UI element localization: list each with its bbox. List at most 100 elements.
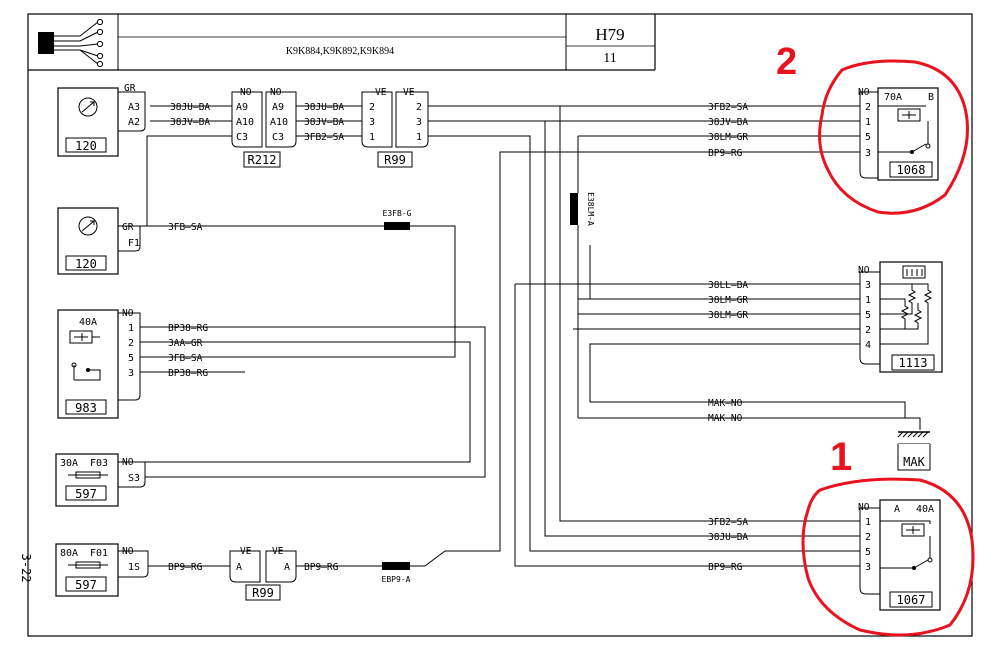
diagram-label: 38LM bbox=[708, 295, 731, 306]
fuse-icon bbox=[68, 471, 108, 479]
component-120-sensor-a: 120 GR A3 A2 bbox=[57, 83, 146, 157]
diagram-label: 3FB2 bbox=[304, 132, 327, 143]
diagram-label: C3 bbox=[236, 132, 248, 143]
annotation-label-1: 1 bbox=[830, 435, 852, 479]
wire-label: 38LM—GR bbox=[708, 132, 748, 143]
diagram-label: NO bbox=[858, 87, 870, 98]
diagram-label: SA bbox=[191, 353, 203, 364]
diagram-label: 38JU bbox=[708, 532, 731, 543]
component-597-fuse-b: 80A F01 597 NO 1S bbox=[55, 543, 149, 597]
diagram-label: 1S bbox=[128, 562, 140, 573]
wire-label: BP9—RG bbox=[708, 562, 743, 573]
diagram-label: 983 bbox=[75, 401, 97, 415]
splice-ebp9 bbox=[382, 562, 410, 570]
red-annotations bbox=[801, 59, 975, 637]
wire-label: BP9—RG bbox=[168, 562, 203, 573]
ntc-sensor-icon bbox=[78, 97, 98, 117]
wire-label: 38LM—GR bbox=[708, 295, 748, 306]
splice-label: E3FB-G bbox=[383, 209, 412, 218]
diagram-label: R99 bbox=[252, 586, 274, 600]
connector-r99-b: VE VE A A R99 bbox=[229, 546, 297, 601]
wire-label: 38JV—BA bbox=[170, 117, 210, 128]
wire-label: 38JU—BA bbox=[170, 102, 210, 113]
diagram-label: BP38 bbox=[168, 368, 191, 379]
diagram-label: BP9 bbox=[708, 148, 725, 159]
diagram-label: 3FB bbox=[168, 222, 185, 233]
diagram-label: NO bbox=[240, 87, 252, 98]
diagram-label: 120 bbox=[75, 139, 97, 153]
diagram-label: A bbox=[236, 562, 242, 573]
diagram-label: 40A bbox=[916, 504, 934, 515]
annotation-circle-1 bbox=[801, 477, 975, 637]
diagram-label: 1068 bbox=[897, 163, 926, 177]
diagram-label: R212 bbox=[248, 153, 277, 167]
diagram-label: 3FB bbox=[168, 353, 185, 364]
diagram-label: NO bbox=[731, 398, 743, 409]
diagram-label: 3 bbox=[865, 148, 871, 159]
title-block: K9K884,K9K892,K9K894 H79 11 bbox=[28, 14, 656, 71]
wire-label: 38JU—BA bbox=[708, 532, 748, 543]
splice-e38lm bbox=[570, 193, 578, 225]
component-120-sensor-b: 120 GR F1 bbox=[57, 207, 141, 275]
component-1068-relay: NO 2 1 5 3 70A B 1068 bbox=[858, 87, 939, 181]
diagram-label: NO bbox=[858, 265, 870, 276]
diagram-code: H79 bbox=[595, 25, 624, 44]
diagram-label: 2 bbox=[865, 102, 871, 113]
diagram-label: VE bbox=[240, 546, 252, 557]
wire-labels: 38JU—BA 38JV—BA 38JU—BA 38JV—BA 3FB2—SA … bbox=[168, 102, 748, 573]
diagram-label: 38JV bbox=[170, 117, 193, 128]
diagram-label: 5 bbox=[865, 132, 871, 143]
diagram-label: 38LM bbox=[708, 132, 731, 143]
component-983-relay: 40A 983 NO 1 2 5 3 bbox=[57, 308, 141, 419]
wire-label: 3AA—GR bbox=[168, 338, 203, 349]
diagram-label: 597 bbox=[75, 487, 97, 501]
annotation-label-2: 2 bbox=[776, 41, 797, 83]
diagram-label: A bbox=[894, 504, 900, 515]
wire-label: 38LM—GR bbox=[708, 310, 748, 321]
wire-label: MAK—NO bbox=[708, 398, 743, 409]
wire-label: 38JU—BA bbox=[304, 102, 344, 113]
diagram-label: BA bbox=[333, 117, 345, 128]
wire-label: 38LL—BA bbox=[708, 280, 748, 291]
connector-r99-a: VE VE 2 3 1 2 3 1 R99 bbox=[361, 87, 429, 168]
diagram-label: NO bbox=[122, 546, 134, 557]
diagram-label: BA bbox=[737, 280, 749, 291]
diagram-label: A bbox=[284, 562, 290, 573]
wire-label: BP9—RG bbox=[708, 148, 743, 159]
diagram-label: GR bbox=[737, 310, 749, 321]
diagram-label: NO bbox=[270, 87, 282, 98]
diagram-label: 2 bbox=[416, 102, 422, 113]
diagram-label: 3 bbox=[369, 117, 375, 128]
diagram-label: BA bbox=[199, 117, 211, 128]
diagram-label: MAK bbox=[708, 413, 725, 424]
diagram-label: 1067 bbox=[897, 593, 926, 607]
annotation-circle-2 bbox=[818, 59, 969, 215]
diagram-label: NO bbox=[122, 308, 134, 319]
diagram-label: BP9 bbox=[168, 562, 185, 573]
diagram-label: 5 bbox=[865, 547, 871, 558]
diagram-label: A9 bbox=[272, 102, 284, 113]
diagram-label: 38JU bbox=[170, 102, 193, 113]
relay-icon bbox=[69, 330, 101, 381]
diagram-label: 3 bbox=[128, 368, 134, 379]
diagram-label: 38JV bbox=[304, 117, 327, 128]
diagram-label: 120 bbox=[75, 257, 97, 271]
diagram-label: B bbox=[928, 92, 934, 103]
diagram-label: VE bbox=[272, 546, 284, 557]
diagram-label: 38JV bbox=[708, 117, 731, 128]
diagram-label: GR bbox=[737, 295, 749, 306]
diagram-label: 38LM bbox=[708, 310, 731, 321]
diagram-label: F01 bbox=[90, 548, 108, 559]
wire-label: 38JV—BA bbox=[304, 117, 344, 128]
diagram-label: 1113 bbox=[899, 356, 928, 370]
diagram-label: A9 bbox=[236, 102, 248, 113]
diagram-label: 2 bbox=[865, 325, 871, 336]
diagram-label: 1 bbox=[369, 132, 375, 143]
diagram-label: 5 bbox=[128, 353, 134, 364]
component-597-fuse-a: 30A F03 597 NO S3 bbox=[55, 453, 146, 507]
diagram-label: 30A bbox=[60, 458, 78, 469]
diagram-label: VE bbox=[375, 87, 387, 98]
diagram-label: 1 bbox=[128, 323, 134, 334]
diagram-label: BA bbox=[199, 102, 211, 113]
